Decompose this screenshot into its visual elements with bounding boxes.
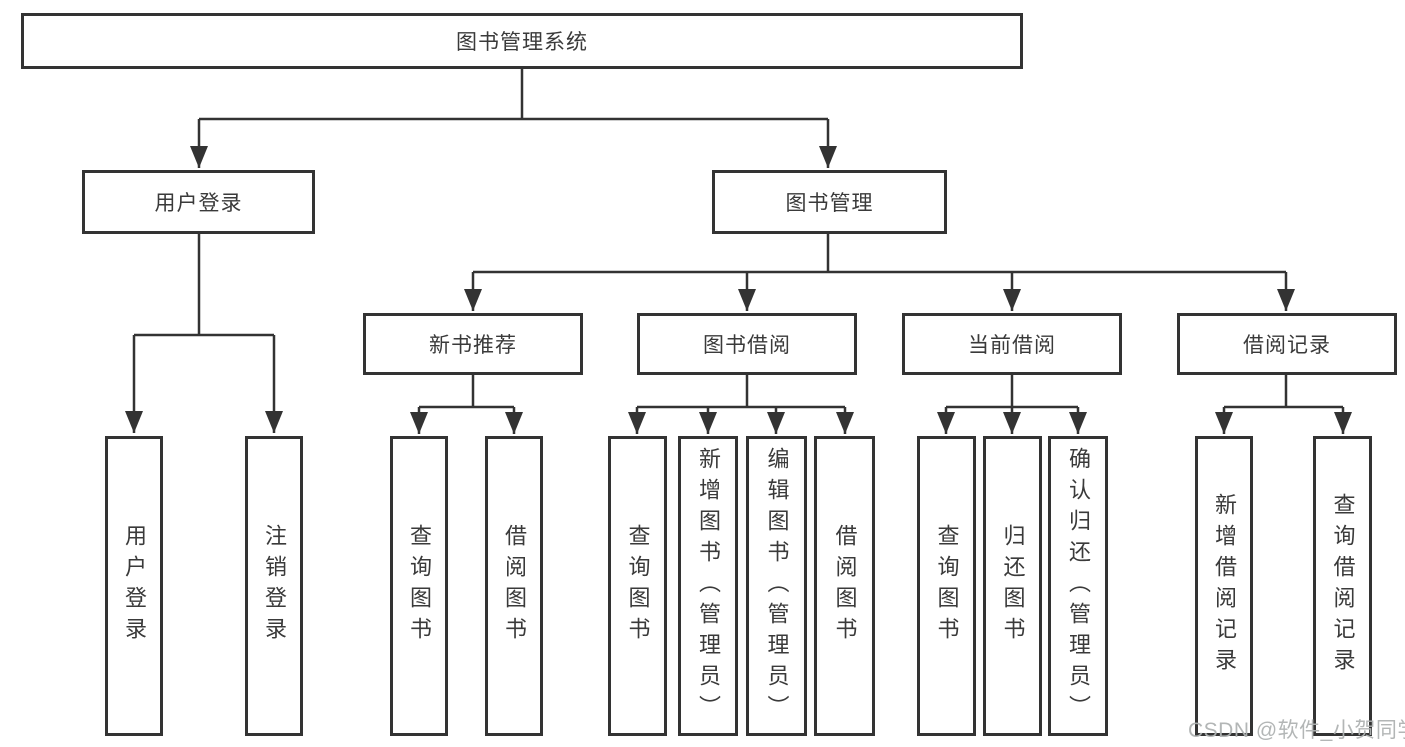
leaf-return-book-label: 归还图书	[1000, 524, 1026, 648]
leaf-user-login: 用户登录	[105, 436, 163, 736]
connectors-user-login	[125, 234, 283, 433]
connectors-current-borrow	[937, 375, 1087, 434]
node-new-book-recommend-label: 新书推荐	[429, 334, 517, 357]
leaf-return-book: 归还图书	[983, 436, 1042, 736]
leaf-borrow-add-admin-label: 新增图书（管理员）	[696, 446, 721, 726]
leaf-logout-label: 注销登录	[262, 524, 287, 648]
leaf-borrow-book-label: 借阅图书	[832, 524, 858, 648]
connectors-root	[190, 68, 837, 168]
leaf-current-query-label: 查询图书	[934, 524, 960, 648]
node-book-borrow: 图书借阅	[637, 313, 857, 375]
leaf-newbooks-borrow: 借阅图书	[485, 436, 543, 736]
node-new-book-recommend: 新书推荐	[363, 313, 583, 375]
leaf-user-login-label: 用户登录	[122, 524, 147, 648]
node-user-login-label: 用户登录	[154, 192, 243, 215]
node-book-management: 图书管理	[712, 170, 947, 234]
node-root: 图书管理系统	[21, 13, 1023, 69]
leaf-record-add-label: 新增借阅记录	[1212, 493, 1237, 679]
leaf-borrow-query-label: 查询图书	[625, 524, 651, 648]
leaf-confirm-return-admin-label: 确认归还（管理员）	[1066, 446, 1091, 726]
node-root-label: 图书管理系统	[456, 31, 588, 54]
node-book-management-label: 图书管理	[785, 192, 874, 215]
leaf-record-query: 查询借阅记录	[1313, 436, 1372, 736]
leaf-newbooks-query-label: 查询图书	[407, 524, 432, 648]
connectors-book-borrow	[628, 375, 854, 434]
leaf-newbooks-borrow-label: 借阅图书	[502, 524, 527, 648]
node-current-borrow-label: 当前借阅	[968, 334, 1056, 357]
leaf-newbooks-query: 查询图书	[390, 436, 448, 736]
leaf-borrow-query: 查询图书	[608, 436, 667, 736]
node-user-login: 用户登录	[82, 170, 315, 234]
leaf-borrow-edit-admin: 编辑图书（管理员）	[746, 436, 807, 736]
leaf-borrow-add-admin: 新增图书（管理员）	[678, 436, 738, 736]
connectors-borrow-records	[1215, 375, 1352, 434]
leaf-record-query-label: 查询借阅记录	[1330, 493, 1356, 679]
connectors-new-books	[410, 375, 523, 434]
node-book-borrow-label: 图书借阅	[703, 334, 791, 357]
leaf-confirm-return-admin: 确认归还（管理员）	[1048, 436, 1108, 736]
watermark: CSDN @软件_小贺同学	[1188, 719, 1405, 742]
leaf-borrow-edit-admin-label: 编辑图书（管理员）	[764, 446, 790, 726]
leaf-current-query: 查询图书	[917, 436, 976, 736]
node-borrow-records-label: 借阅记录	[1243, 334, 1331, 357]
connectors-book-management	[464, 234, 1295, 311]
leaf-logout: 注销登录	[245, 436, 303, 736]
node-current-borrow: 当前借阅	[902, 313, 1122, 375]
leaf-record-add: 新增借阅记录	[1195, 436, 1253, 736]
leaf-borrow-book: 借阅图书	[814, 436, 875, 736]
node-borrow-records: 借阅记录	[1177, 313, 1397, 375]
